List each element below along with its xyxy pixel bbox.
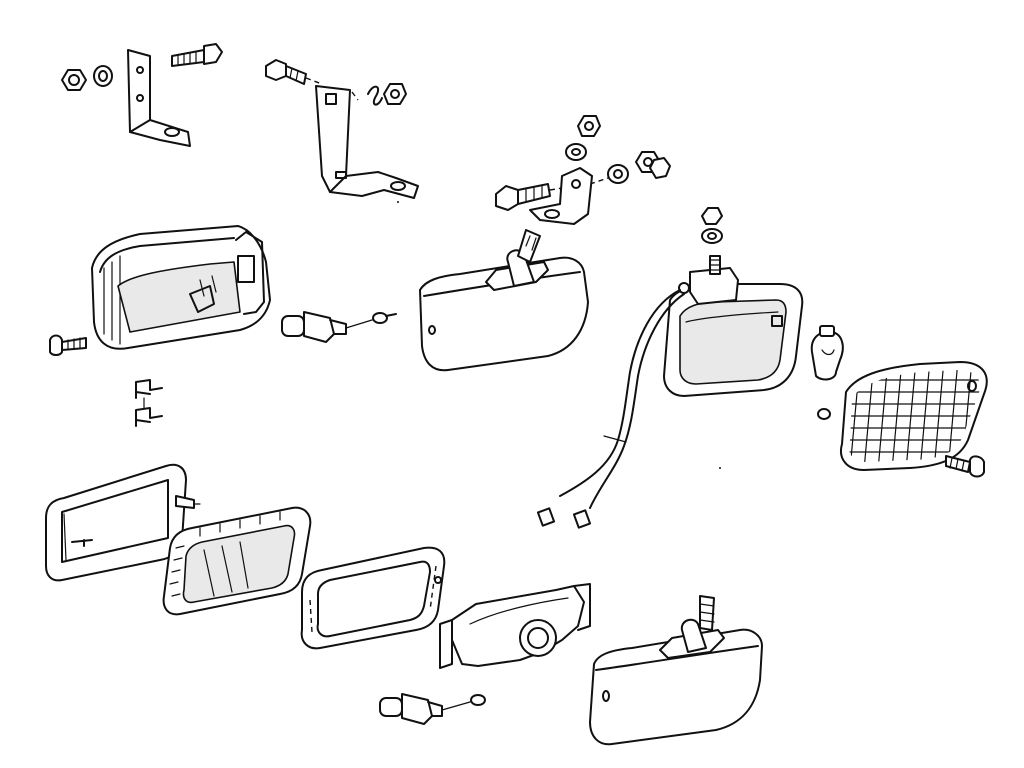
hex-nut-icon — [649, 157, 671, 179]
assembly-line — [351, 91, 359, 101]
z-bracket-icon — [315, 85, 419, 199]
flat-washer-icon — [607, 164, 629, 184]
reflector-icon — [439, 583, 591, 669]
flat-washer-icon — [817, 408, 831, 420]
hex-nut-icon — [577, 115, 601, 137]
assembly-line — [549, 187, 563, 191]
glass-lens-icon — [162, 506, 312, 616]
hex-nut-icon — [701, 207, 723, 225]
clip-icon — [135, 379, 163, 427]
bolt-icon — [495, 183, 551, 211]
lock-washer-icon — [565, 143, 587, 161]
hex-nut-icon — [61, 69, 87, 91]
lamp-body-icon — [663, 255, 804, 397]
stray-dot — [397, 201, 399, 203]
wiring-harness-icon — [536, 282, 690, 529]
angle-bracket-icon — [529, 167, 593, 225]
lamp-housing-icon — [91, 225, 271, 350]
bulb-holder-icon — [281, 311, 397, 343]
l-bracket-icon — [127, 49, 191, 147]
spring-washer-icon — [367, 85, 383, 106]
bolt-icon — [171, 43, 223, 67]
assembly-line — [305, 77, 323, 85]
lamp-frame-icon — [45, 463, 201, 582]
bulb-icon — [810, 325, 844, 381]
grille-lens-icon — [840, 361, 988, 471]
bulb-holder-icon — [379, 693, 486, 725]
hex-nut-icon — [383, 83, 407, 105]
lamp-cover-icon — [589, 595, 763, 746]
stray-dot — [719, 467, 721, 469]
lamp-cover-icon — [419, 229, 589, 372]
bolt-icon — [265, 59, 307, 85]
assembly-line — [589, 177, 609, 185]
lock-washer-icon — [93, 65, 113, 87]
screw-icon — [945, 455, 985, 478]
screw-icon — [49, 334, 87, 356]
gasket-icon — [300, 546, 446, 650]
lock-washer-icon — [701, 228, 723, 244]
